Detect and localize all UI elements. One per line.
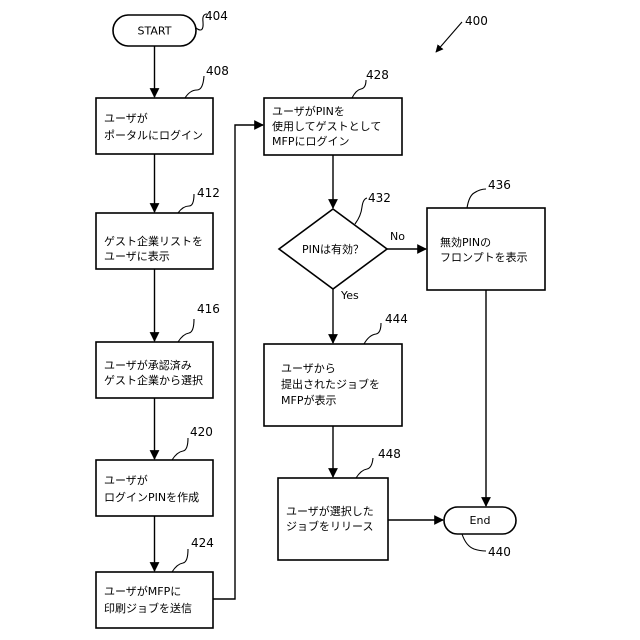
step-416-line1: ユーザが承認済み [104, 358, 192, 372]
step-424-line2: 印刷ジョブを送信 [104, 601, 192, 615]
start-label: START [138, 25, 172, 38]
step-420-box [96, 460, 213, 516]
end-label: End [470, 514, 491, 527]
ref-424: 424 [191, 536, 214, 550]
step-416-line2: ゲスト企業から選択 [104, 373, 203, 387]
ref-leader-420 [172, 438, 188, 460]
ref-404: 404 [205, 9, 228, 23]
step-444-line1: ユーザから [281, 362, 336, 375]
ref-436: 436 [488, 178, 511, 192]
ref-420: 420 [190, 425, 213, 439]
ref-leader-440 [462, 534, 486, 551]
ref-440: 440 [488, 545, 511, 559]
ref-leader-428 [352, 80, 366, 98]
ref-leader-412 [178, 194, 194, 213]
figure-ref-arrow [436, 22, 462, 52]
step-436-box [427, 208, 545, 290]
step-448-line2: ジョブをリリース [286, 519, 373, 533]
step-412-line2: ユーザに表示 [104, 249, 170, 263]
ref-leader-448 [356, 458, 373, 478]
step-448-box [278, 478, 388, 560]
ref-416: 416 [197, 302, 220, 316]
step-428-line1: ユーザがPINを [272, 104, 345, 118]
ref-432: 432 [368, 191, 391, 205]
no-label: No [390, 230, 405, 243]
step-412-line1: ゲスト企業リストを [104, 234, 203, 248]
step-420-line1: ユーザが [104, 473, 148, 487]
step-408-line1: ユーザが [104, 111, 148, 125]
ref-444: 444 [385, 312, 408, 326]
ref-leader-424 [172, 549, 188, 572]
arrow-424-428 [213, 125, 263, 599]
ref-leader-436 [467, 189, 486, 208]
step-420-line2: ログインPINを作成 [104, 490, 199, 504]
step-428-line3: MFPにログイン [272, 134, 349, 148]
step-436-line1: 無効PINの [440, 235, 491, 249]
ref-448: 448 [378, 447, 401, 461]
step-444-line2: 提出されたジョブを [281, 377, 380, 391]
decision-432-label: PINは有効？ [302, 242, 364, 256]
figure-ref: 400 [465, 14, 488, 28]
ref-428: 428 [366, 68, 389, 82]
step-448-line1: ユーザが選択した [286, 504, 374, 518]
step-408-box [96, 98, 213, 154]
ref-408: 408 [206, 64, 229, 78]
ref-leader-444 [364, 323, 381, 344]
yes-label: Yes [340, 289, 359, 302]
step-408-line2: ポータルにログイン [104, 128, 203, 142]
ref-leader-416 [178, 319, 194, 342]
step-444-line3: MFPが表示 [281, 393, 336, 407]
ref-leader-408 [185, 76, 204, 98]
ref-412: 412 [197, 186, 220, 200]
ref-leader-432 [355, 198, 367, 224]
step-424-box [96, 572, 213, 628]
step-424-line1: ユーザがMFPに [104, 584, 181, 598]
step-436-line2: フロンプトを表示 [440, 250, 528, 264]
step-428-line2: 使用してゲストとして [272, 120, 381, 133]
